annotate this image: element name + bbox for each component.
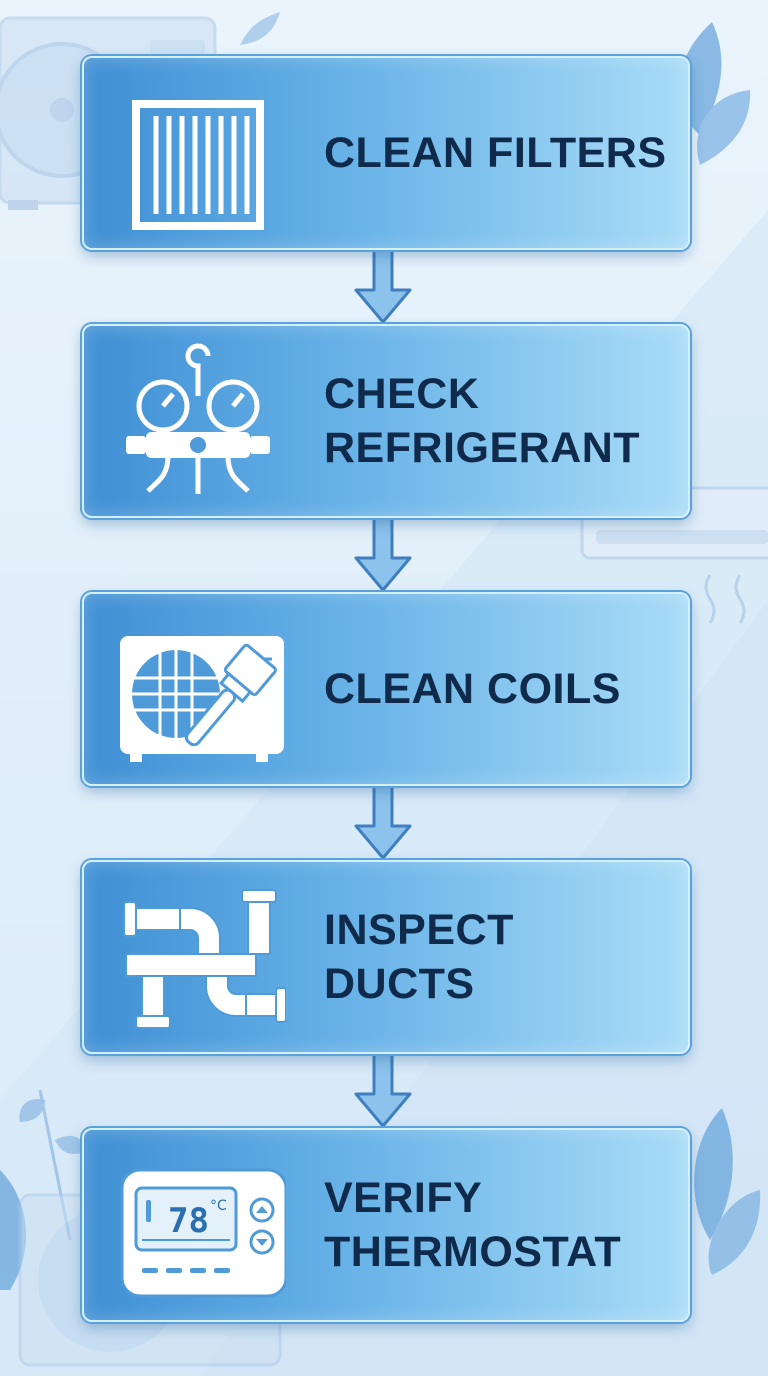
step-inspect-ducts: INSPECT DUCTS [82, 860, 690, 1054]
step-check-refrigerant: CHECK REFRIGERANT [82, 324, 690, 518]
step-label-line: INSPECT [324, 906, 514, 954]
step-label: INSPECT DUCTS [324, 903, 668, 1011]
step-label-line: CLEAN FILTERS [324, 129, 667, 177]
step-label-line: CLEAN COILS [324, 665, 621, 713]
leaf-bottom-right-icon [694, 1108, 761, 1275]
flow-arrow-4 [354, 1050, 412, 1128]
step-label-line: VERIFY [324, 1174, 483, 1222]
step-label-line: THERMOSTAT [324, 1228, 622, 1276]
flow-arrow-1 [354, 246, 412, 324]
step-label: CLEAN FILTERS [324, 126, 668, 180]
air-filter-icon [132, 100, 264, 230]
manifold-gauge-icon [126, 343, 270, 494]
step-label-line: REFRIGERANT [324, 424, 641, 472]
step-label: CLEAN COILS [324, 662, 668, 716]
step-clean-filters: CLEAN FILTERS [82, 56, 690, 250]
step-label: CHECK REFRIGERANT [324, 367, 668, 475]
coil-brush-icon [120, 636, 284, 762]
step-label-line: DUCTS [324, 960, 475, 1008]
thermostat-temperature: 78 [168, 1201, 209, 1241]
step-verify-thermostat: 78 °C VERIFY THERMOSTAT [82, 1128, 690, 1322]
thermostat-icon: 78 °C [120, 1168, 286, 1298]
flow-arrow-3 [354, 782, 412, 860]
step-clean-coils: CLEAN COILS [82, 592, 690, 786]
flow-arrow-2 [354, 514, 412, 592]
duct-pipes-icon [123, 889, 286, 1029]
step-label-line: CHECK [324, 370, 480, 418]
thermostat-unit: °C [210, 1198, 227, 1214]
step-label: VERIFY THERMOSTAT [324, 1171, 668, 1279]
